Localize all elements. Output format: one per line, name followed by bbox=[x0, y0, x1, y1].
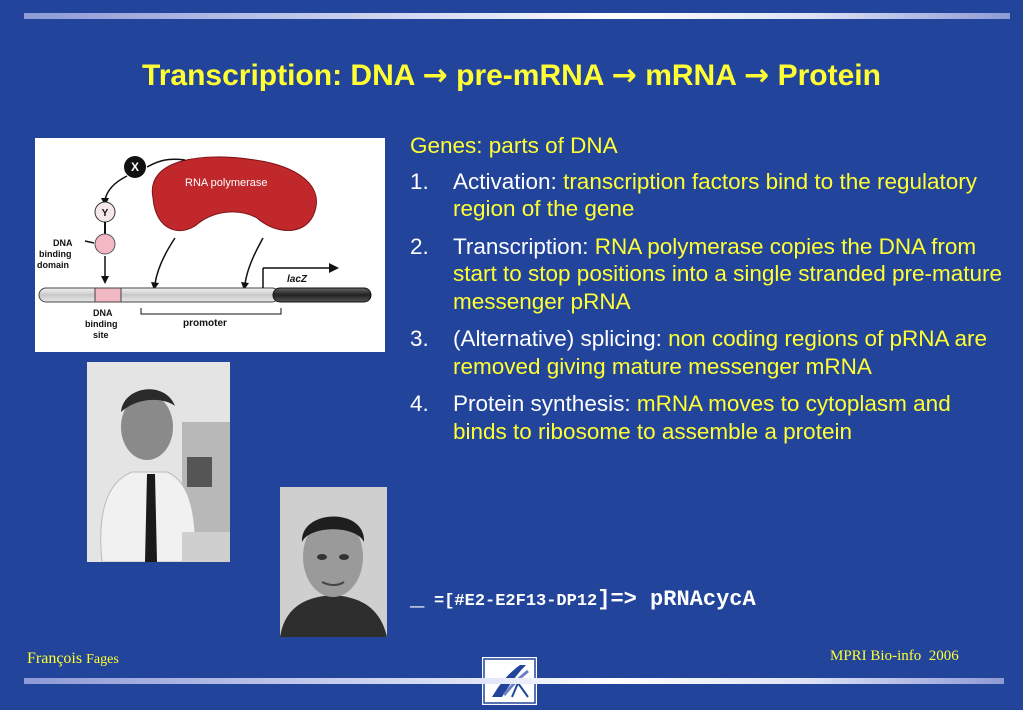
rule-underscore: _ bbox=[410, 586, 425, 613]
factor-x-circle bbox=[124, 156, 146, 178]
rna-polymerase-shape bbox=[151, 156, 317, 232]
item-label: (Alternative) splicing: bbox=[453, 326, 662, 351]
gene-steps: Genes: parts of DNA 1. Activation: transc… bbox=[410, 132, 1010, 455]
item-label: Transcription: bbox=[453, 233, 589, 259]
lacz-label: lacZ bbox=[287, 274, 308, 285]
slide-title: Transcription: DNA → pre-mRNA → mRNA → P… bbox=[0, 58, 1023, 93]
arrow-head-icon bbox=[241, 282, 249, 290]
list-item: 3. (Alternative) splicing: non coding reg… bbox=[410, 325, 1010, 380]
list-item: 2. Transcription: RNA polymerase copies t… bbox=[410, 233, 1010, 316]
lacz-gene-segment bbox=[272, 287, 372, 303]
binding-domain-pointer bbox=[84, 240, 95, 244]
rule-reactants: =[#E2-E2F13-DP12 bbox=[434, 592, 598, 611]
factor-y-label: Y bbox=[102, 208, 109, 219]
title-dna: Transcription: DNA bbox=[142, 59, 415, 92]
item-number: 4. bbox=[410, 391, 429, 416]
item-number: 3. bbox=[410, 326, 429, 351]
arrow-right-icon bbox=[329, 263, 339, 273]
dna-binding-domain-label-3: domain bbox=[37, 260, 69, 270]
arrow-head-icon bbox=[101, 276, 109, 284]
title-protein: Protein bbox=[777, 59, 881, 92]
x-to-y-arrow bbox=[104, 175, 128, 201]
arrow-head-icon bbox=[151, 282, 159, 290]
item-label: Protein synthesis: bbox=[453, 391, 631, 416]
reaction-rule: _ =[#E2-E2F13-DP12]=> pRNAcycA bbox=[410, 586, 756, 613]
dna-binding-site-label-1: DNA bbox=[93, 308, 113, 318]
arrow-right-icon: → bbox=[611, 58, 637, 93]
item-number: 2. bbox=[410, 233, 429, 259]
dna-binding-site-label-2: binding bbox=[85, 319, 118, 329]
factor-x-label: X bbox=[131, 160, 139, 174]
dna-binding-site-label-3: site bbox=[93, 330, 109, 340]
dna-strand-light bbox=[38, 287, 280, 303]
item-description: mRNA moves to cytoplasm and binds to rib… bbox=[453, 391, 951, 444]
footer-author: François Fages bbox=[27, 650, 119, 668]
item-description: non coding regions of pRNA are removed g… bbox=[453, 326, 988, 379]
title-mrna: mRNA bbox=[645, 59, 736, 92]
list-item: 4. Protein synthesis: mRNA moves to cytop… bbox=[410, 390, 1010, 445]
bottom-gradient-bar bbox=[24, 678, 1004, 684]
dna-binding-site-segment bbox=[94, 287, 122, 303]
portrait-photo-2 bbox=[280, 487, 387, 637]
portrait-photo-1 bbox=[87, 362, 230, 563]
title-pre-mrna: pre-mRNA bbox=[456, 59, 604, 92]
item-number: 1. bbox=[410, 168, 429, 194]
item-description: transcription factors bind to the regula… bbox=[453, 168, 978, 222]
item-description: RNA polymerase copies the DNA from start… bbox=[453, 233, 1003, 314]
dna-binding-domain-label-2: binding bbox=[39, 249, 72, 259]
arrow-right-icon: → bbox=[422, 58, 448, 93]
rna-polymerase-label: RNA polymerase bbox=[185, 177, 268, 189]
item-label: Activation: bbox=[453, 168, 557, 194]
rule-product: ]=> pRNAcycA bbox=[597, 587, 756, 612]
transcription-diagram: RNA polymerase X Y DNA binding domain la… bbox=[35, 138, 385, 352]
portrait-2-svg bbox=[280, 487, 387, 637]
portrait-1-svg bbox=[87, 362, 230, 563]
intro-line: Genes: parts of DNA bbox=[410, 133, 618, 158]
steps-list: 1. Activation: transcription factors bind… bbox=[410, 168, 1010, 446]
polymerase-arrow-1 bbox=[154, 237, 176, 285]
polymerase-arrow-2 bbox=[244, 237, 264, 285]
dna-binding-domain-label-1: DNA bbox=[53, 238, 73, 248]
transcription-diagram-svg: RNA polymerase X Y DNA binding domain la… bbox=[37, 156, 372, 340]
promoter-bracket bbox=[140, 308, 282, 315]
author-first-name: François bbox=[27, 650, 83, 667]
arrow-right-icon: → bbox=[744, 58, 770, 93]
author-last-name: Fages bbox=[86, 652, 119, 667]
promoter-label: promoter bbox=[183, 318, 227, 329]
top-gradient-bar bbox=[24, 13, 1010, 19]
dna-binding-domain-ball bbox=[94, 233, 116, 255]
list-item: 1. Activation: transcription factors bind… bbox=[410, 168, 1010, 223]
footer-course: MPRI Bio-info 2006 bbox=[830, 648, 959, 664]
x-to-polymerase-line bbox=[146, 158, 186, 168]
